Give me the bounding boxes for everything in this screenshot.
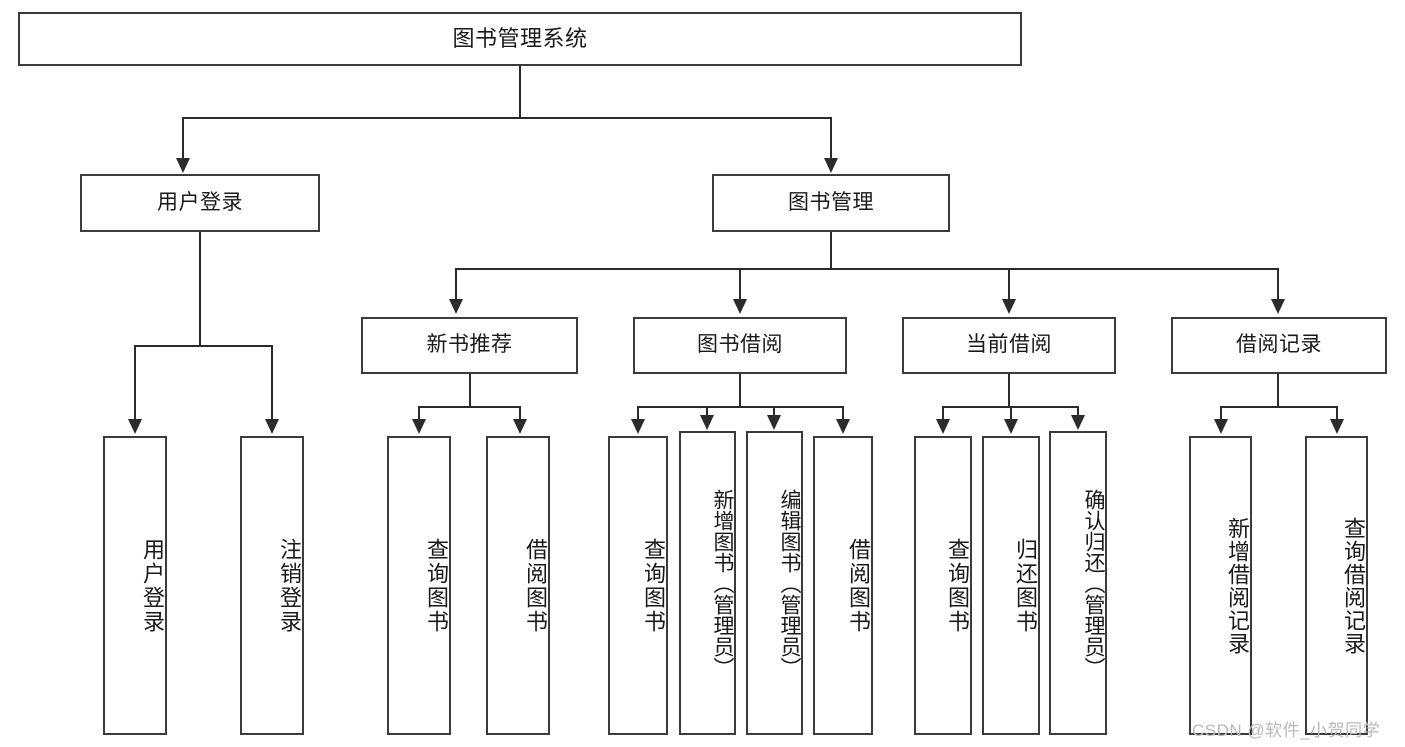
node-leaf-query-book-cur-label: 查询图书 xyxy=(945,537,970,634)
connector-new-book-to-leaf1 xyxy=(418,406,420,420)
connector-book-manage-to-c3 xyxy=(1008,268,1010,300)
arrow-root-to-user-login xyxy=(176,158,190,173)
connector-book-manage-stem xyxy=(830,232,832,269)
arrow-new-book-to-leaf2 xyxy=(513,419,527,434)
connector-book-borrow-to-leaf1 xyxy=(637,406,639,420)
connector-book-manage-bus xyxy=(455,268,1277,270)
connector-borrow-record-bus xyxy=(1220,406,1337,408)
node-leaf-add-book[interactable]: 新增图书（管理员） xyxy=(679,431,736,735)
arrow-book-manage-to-c4 xyxy=(1271,299,1285,314)
node-leaf-query-record-label: 查询借阅记录 xyxy=(1341,516,1366,655)
arrow-book-borrow-to-leaf2 xyxy=(700,415,714,430)
connector-new-book-stem xyxy=(469,374,471,407)
connector-borrow-record-to-leaf1 xyxy=(1220,406,1222,420)
node-new-book-recommend[interactable]: 新书推荐 xyxy=(361,317,578,374)
connector-borrow-record-to-leaf2 xyxy=(1336,406,1338,420)
connector-user-login-to-leaf1 xyxy=(134,345,136,420)
connector-book-manage-to-c2 xyxy=(739,268,741,300)
node-leaf-user-login-label: 用户登录 xyxy=(140,537,165,634)
node-new-book-recommend-label: 新书推荐 xyxy=(426,333,513,357)
node-leaf-borrow-book-label: 借阅图书 xyxy=(846,537,871,634)
node-current-borrow[interactable]: 当前借阅 xyxy=(902,317,1116,374)
node-book-manage[interactable]: 图书管理 xyxy=(712,174,950,232)
node-leaf-add-record-label: 新增借阅记录 xyxy=(1225,516,1250,655)
connector-current-borrow-to-leaf3 xyxy=(1077,406,1079,416)
connector-user-login-to-leaf2 xyxy=(271,345,273,420)
arrow-borrow-record-to-leaf2 xyxy=(1330,419,1344,434)
connector-new-book-bus xyxy=(418,406,520,408)
connector-book-borrow-bus xyxy=(637,406,843,408)
connector-book-borrow-to-leaf4 xyxy=(842,406,844,420)
node-leaf-edit-book[interactable]: 编辑图书（管理员） xyxy=(746,431,803,735)
arrow-current-borrow-to-leaf3 xyxy=(1071,415,1085,430)
arrow-user-login-to-leaf2 xyxy=(265,419,279,434)
node-leaf-confirm-return[interactable]: 确认归还（管理员） xyxy=(1049,431,1107,735)
connector-new-book-to-leaf2 xyxy=(519,406,521,420)
arrow-book-manage-to-c2 xyxy=(733,299,747,314)
node-user-login-label: 用户登录 xyxy=(157,190,243,214)
node-leaf-edit-book-label: 编辑图书（管理员） xyxy=(778,488,801,678)
connector-root-to-user-login xyxy=(182,117,184,159)
arrow-current-borrow-to-leaf2 xyxy=(1004,419,1018,434)
node-book-borrow[interactable]: 图书借阅 xyxy=(633,317,847,374)
node-leaf-query-book-rec[interactable]: 查询图书 xyxy=(387,436,451,735)
arrow-current-borrow-to-leaf1 xyxy=(936,419,950,434)
node-leaf-add-record[interactable]: 新增借阅记录 xyxy=(1189,436,1252,735)
arrow-user-login-to-leaf1 xyxy=(128,419,142,434)
connector-current-borrow-stem xyxy=(1008,374,1010,407)
connector-user-login-bus xyxy=(134,345,272,347)
arrow-book-borrow-to-leaf3 xyxy=(767,415,781,430)
connector-root-bus xyxy=(182,117,831,119)
connector-book-borrow-to-leaf3 xyxy=(773,406,775,416)
node-leaf-user-logout-label: 注销登录 xyxy=(277,537,302,634)
connector-book-borrow-stem xyxy=(739,374,741,407)
node-leaf-return-book-label: 归还图书 xyxy=(1013,537,1038,634)
node-current-borrow-label: 当前借阅 xyxy=(966,333,1052,357)
node-leaf-confirm-return-label: 确认归还（管理员） xyxy=(1082,488,1105,678)
node-leaf-user-logout[interactable]: 注销登录 xyxy=(240,436,304,735)
connector-root-stem xyxy=(519,66,521,118)
connector-book-borrow-to-leaf2 xyxy=(706,406,708,416)
node-root-label: 图书管理系统 xyxy=(452,26,588,52)
arrow-book-manage-to-c1 xyxy=(449,299,463,314)
arrow-book-borrow-to-leaf1 xyxy=(631,419,645,434)
arrow-book-borrow-to-leaf4 xyxy=(836,419,850,434)
node-borrow-record[interactable]: 借阅记录 xyxy=(1171,317,1387,374)
arrow-new-book-to-leaf1 xyxy=(412,419,426,434)
node-leaf-borrow-book-rec[interactable]: 借阅图书 xyxy=(486,436,550,735)
arrow-root-to-book-manage xyxy=(824,158,838,173)
node-leaf-query-book-rec-label: 查询图书 xyxy=(424,537,449,634)
arrow-book-manage-to-c3 xyxy=(1002,299,1016,314)
node-borrow-record-label: 借阅记录 xyxy=(1236,333,1322,357)
connector-current-borrow-bus xyxy=(942,406,1077,408)
node-leaf-user-login[interactable]: 用户登录 xyxy=(103,436,167,735)
node-leaf-query-book-cur[interactable]: 查询图书 xyxy=(914,436,972,735)
node-leaf-add-book-label: 新增图书（管理员） xyxy=(711,488,734,678)
connector-book-manage-to-c4 xyxy=(1277,268,1279,300)
connector-borrow-record-stem xyxy=(1277,374,1279,407)
node-leaf-query-record[interactable]: 查询借阅记录 xyxy=(1305,436,1368,735)
node-book-borrow-label: 图书借阅 xyxy=(697,333,783,357)
node-leaf-query-book-borrow[interactable]: 查询图书 xyxy=(608,436,668,735)
connector-current-borrow-to-leaf2 xyxy=(1010,406,1012,420)
watermark: CSDN @软件_小贺同学 xyxy=(1192,721,1381,740)
node-leaf-return-book[interactable]: 归还图书 xyxy=(982,436,1040,735)
node-book-manage-label: 图书管理 xyxy=(788,190,874,214)
connector-current-borrow-to-leaf1 xyxy=(942,406,944,420)
node-leaf-query-book-borrow-label: 查询图书 xyxy=(641,537,666,634)
node-leaf-borrow-book[interactable]: 借阅图书 xyxy=(813,436,873,735)
connector-user-login-stem xyxy=(199,232,201,346)
node-root[interactable]: 图书管理系统 xyxy=(18,12,1022,66)
arrow-borrow-record-to-leaf1 xyxy=(1214,419,1228,434)
connector-book-manage-to-c1 xyxy=(455,268,457,300)
node-leaf-borrow-book-rec-label: 借阅图书 xyxy=(523,537,548,634)
connector-root-to-book-manage xyxy=(830,117,832,159)
node-user-login[interactable]: 用户登录 xyxy=(80,174,320,232)
